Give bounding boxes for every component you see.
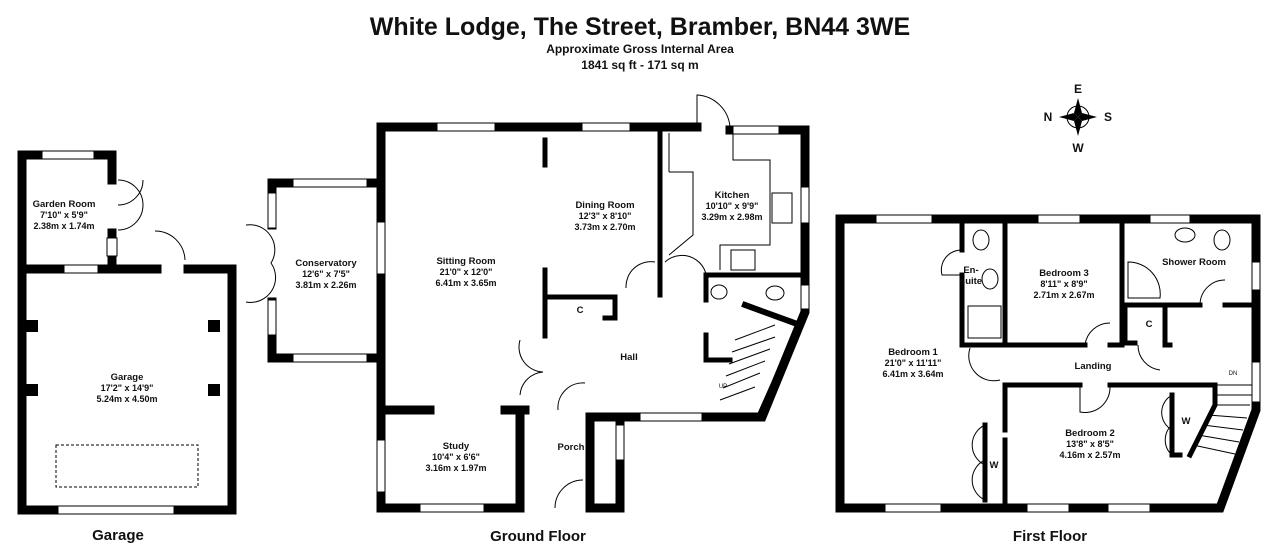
svg-text:21'0" x 11'11": 21'0" x 11'11"	[885, 358, 942, 368]
room-landing: Landing	[1075, 361, 1112, 372]
room-bedroom-1: Bedroom 1 21'0" x 11'11" 6.41m x 3.64m	[882, 347, 943, 379]
compass-e: E	[1074, 82, 1082, 96]
svg-text:Bedroom 3: Bedroom 3	[1039, 268, 1089, 279]
svg-text:Conservatory: Conservatory	[295, 258, 357, 269]
svg-text:Bedroom 2: Bedroom 2	[1065, 428, 1115, 439]
svg-text:6.41m x 3.64m: 6.41m x 3.64m	[882, 369, 943, 379]
svg-text:10'4" x 6'6": 10'4" x 6'6"	[432, 452, 480, 462]
svg-text:Kitchen: Kitchen	[715, 190, 750, 201]
first-floor-walls: DN	[835, 214, 1261, 513]
svg-text:Dining Room: Dining Room	[575, 200, 634, 211]
svg-text:17'2" x 14'9": 17'2" x 14'9"	[101, 383, 154, 393]
svg-text:10'10" x 9'9": 10'10" x 9'9"	[706, 201, 759, 211]
room-en-suite: En- suite	[960, 265, 982, 287]
compass-s: S	[1104, 110, 1112, 124]
floor-label-garage: Garage	[92, 527, 144, 544]
room-study: Study 10'4" x 6'6" 3.16m x 1.97m	[425, 441, 486, 473]
room-garage: Garage 17'2" x 14'9" 5.24m x 4.50m	[96, 372, 157, 404]
svg-text:Study: Study	[443, 441, 470, 452]
room-cupboard-first: C	[1146, 319, 1153, 330]
plan-area: 1841 sq ft - 171 sq m	[581, 58, 698, 72]
room-cupboard: C	[577, 305, 584, 316]
stairs-first	[1192, 384, 1252, 455]
svg-text:Garage: Garage	[111, 372, 144, 383]
svg-text:12'6" x 7'5": 12'6" x 7'5"	[302, 269, 350, 279]
svg-text:3.73m x 2.70m: 3.73m x 2.70m	[574, 222, 635, 232]
stairs-ground	[719, 324, 776, 401]
svg-text:3.16m x 1.97m: 3.16m x 1.97m	[425, 463, 486, 473]
svg-text:3.81m x 2.26m: 3.81m x 2.26m	[295, 280, 356, 290]
room-bedroom-2: Bedroom 2 13'8" x 8'5" 4.16m x 2.57m	[1059, 428, 1120, 460]
svg-text:6.41m x 3.65m: 6.41m x 3.65m	[435, 278, 496, 288]
svg-text:suite: suite	[960, 276, 982, 287]
svg-text:Garden Room: Garden Room	[33, 199, 96, 210]
svg-text:4.16m x 2.57m: 4.16m x 2.57m	[1059, 450, 1120, 460]
stairs-down-label: DN	[1229, 371, 1238, 377]
room-porch: Porch	[558, 442, 585, 453]
room-hall: Hall	[620, 352, 637, 363]
svg-text:En-: En-	[963, 265, 978, 276]
compass-n: N	[1044, 110, 1053, 124]
svg-text:Sitting Room: Sitting Room	[436, 256, 495, 267]
plan-subtitle: Approximate Gross Internal Area	[546, 42, 734, 56]
room-dining-room: Dining Room 12'3" x 8'10" 3.73m x 2.70m	[574, 200, 635, 232]
svg-text:3.29m x 2.98m: 3.29m x 2.98m	[701, 212, 762, 222]
svg-text:2.71m x 2.67m: 2.71m x 2.67m	[1033, 290, 1094, 300]
svg-text:5.24m x 4.50m: 5.24m x 4.50m	[96, 394, 157, 404]
garage-floor-walls	[17, 150, 237, 515]
garage-door-outline	[55, 444, 199, 488]
svg-text:21'0" x 12'0": 21'0" x 12'0"	[440, 267, 493, 277]
room-conservatory: Conservatory 12'6" x 7'5" 3.81m x 2.26m	[295, 258, 357, 290]
floor-label-ground: Ground Floor	[490, 528, 586, 545]
stairs-up-label: UP	[719, 384, 727, 390]
room-kitchen: Kitchen 10'10" x 9'9" 3.29m x 2.98m	[701, 190, 762, 222]
room-shower-room: Shower Room	[1162, 257, 1226, 268]
plan-title: White Lodge, The Street, Bramber, BN44 3…	[370, 13, 910, 41]
room-sitting-room: Sitting Room 21'0" x 12'0" 6.41m x 3.65m	[435, 256, 496, 288]
ground-floor-walls: UP	[245, 94, 810, 513]
svg-text:8'11" x 8'9": 8'11" x 8'9"	[1040, 279, 1087, 289]
svg-text:13'8" x 8'5": 13'8" x 8'5"	[1066, 439, 1114, 449]
svg-text:7'10" x 5'9": 7'10" x 5'9"	[40, 210, 88, 220]
room-wardrobe-2: W	[1182, 416, 1191, 427]
room-bedroom-3: Bedroom 3 8'11" x 8'9" 2.71m x 2.67m	[1033, 268, 1094, 300]
floor-label-first: First Floor	[1013, 528, 1087, 545]
room-wardrobe-1: W	[990, 460, 999, 471]
svg-text:2.38m x 1.74m: 2.38m x 1.74m	[33, 221, 94, 231]
room-garden-room: Garden Room 7'10" x 5'9" 2.38m x 1.74m	[33, 199, 96, 231]
compass-w: W	[1072, 141, 1084, 155]
svg-text:12'3" x 8'10": 12'3" x 8'10"	[579, 211, 632, 221]
svg-text:Bedroom 1: Bedroom 1	[888, 347, 938, 358]
compass-icon: E N S W	[1044, 82, 1112, 155]
